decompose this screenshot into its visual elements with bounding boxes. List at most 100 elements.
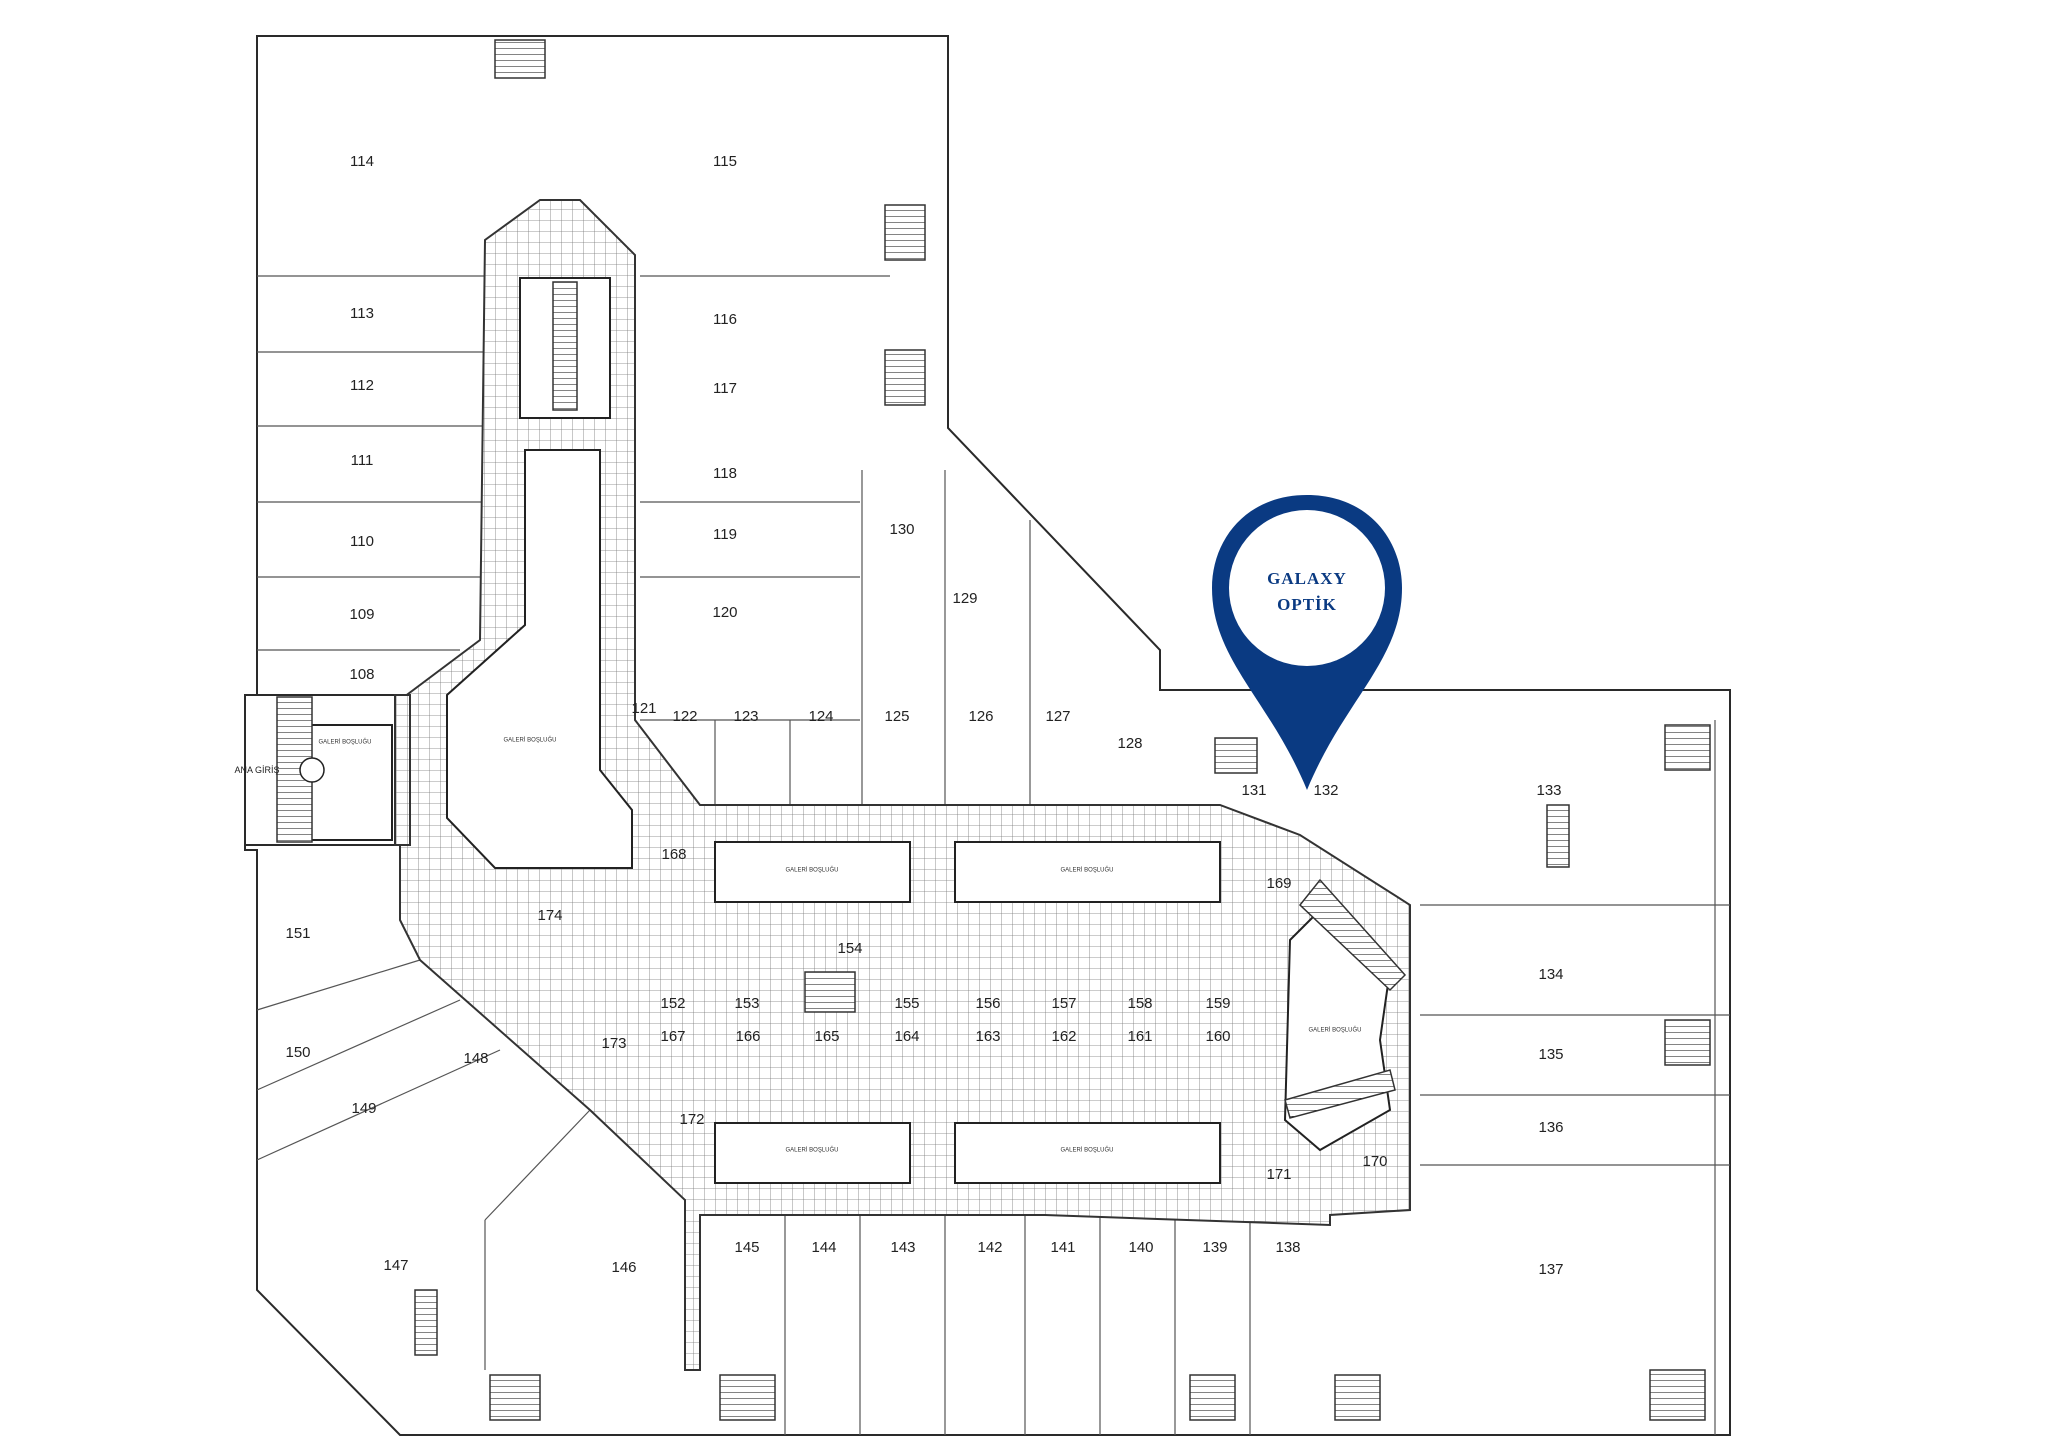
unit-171: 171 [1266, 1166, 1291, 1183]
unit-135: 135 [1538, 1046, 1563, 1063]
escalator-sw [414, 1289, 438, 1356]
unit-154: 154 [837, 940, 862, 957]
unit-164: 164 [894, 1028, 919, 1045]
stair-north [494, 39, 546, 79]
marker-label-line1: GALAXY [1267, 569, 1347, 588]
unit-151: 151 [285, 925, 310, 942]
stair-s-2 [1334, 1374, 1381, 1421]
unit-labels: 114 115 113 116 112 117 111 118 110 119 … [285, 153, 1563, 1278]
svg-text:GALERİ BOŞLUĞU: GALERİ BOŞLUĞU [1060, 1147, 1113, 1154]
unit-121: 121 [631, 700, 656, 717]
unit-126: 126 [968, 708, 993, 725]
void-center-4 [954, 1122, 1221, 1184]
stair-154 [804, 971, 856, 1013]
unit-114: 114 [350, 153, 374, 170]
unit-141: 141 [1050, 1239, 1075, 1256]
svg-text:ANA GİRİŞ: ANA GİRİŞ [234, 765, 279, 775]
unit-129: 129 [952, 590, 977, 607]
unit-170: 170 [1362, 1153, 1387, 1170]
unit-144: 144 [811, 1239, 836, 1256]
unit-156: 156 [975, 995, 1000, 1012]
unit-145: 145 [734, 1239, 759, 1256]
stair-se [1649, 1369, 1706, 1421]
stair-s-1 [1189, 1374, 1236, 1421]
unit-128: 128 [1117, 735, 1142, 752]
void-west [446, 449, 633, 869]
main-entrance: ANA GİRİŞ [234, 757, 325, 783]
svg-text:GALERİ BOŞLUĞU: GALERİ BOŞLUĞU [785, 867, 838, 874]
unit-153: 153 [734, 995, 759, 1012]
void-center-2 [954, 841, 1221, 903]
unit-169: 169 [1266, 875, 1291, 892]
unit-162: 162 [1051, 1028, 1076, 1045]
stair-sw [489, 1374, 541, 1421]
stair-s-3 [719, 1374, 776, 1421]
location-marker-galaxy-optik[interactable]: GALAXY OPTİK [1212, 495, 1402, 790]
svg-text:GALERİ BOŞLUĞU: GALERİ BOŞLUĞU [503, 737, 556, 744]
unit-149: 149 [351, 1100, 376, 1117]
unit-139: 139 [1202, 1239, 1227, 1256]
unit-168: 168 [661, 846, 686, 863]
unit-124: 124 [808, 708, 833, 725]
unit-130: 130 [889, 521, 914, 538]
unit-123: 123 [733, 708, 758, 725]
unit-157: 157 [1051, 995, 1076, 1012]
stair-ne-2 [884, 349, 926, 406]
unit-159: 159 [1205, 995, 1230, 1012]
unit-167: 167 [660, 1028, 685, 1045]
escalator-east [1546, 804, 1570, 868]
unit-148: 148 [463, 1050, 488, 1067]
unit-172: 172 [679, 1111, 704, 1128]
unit-133: 133 [1536, 782, 1561, 799]
unit-158: 158 [1127, 995, 1152, 1012]
stairs-escalators [276, 39, 1711, 1421]
unit-118: 118 [713, 465, 737, 482]
unit-140: 140 [1128, 1239, 1153, 1256]
void-center-3 [714, 1122, 911, 1184]
svg-text:GALERİ BOŞLUĞU: GALERİ BOŞLUĞU [1060, 867, 1113, 874]
unit-134: 134 [1538, 966, 1563, 983]
unit-122: 122 [672, 708, 697, 725]
escalator-east-lower [1284, 1069, 1396, 1119]
unit-138: 138 [1275, 1239, 1300, 1256]
unit-113: 113 [350, 305, 374, 322]
stair-ne-1 [884, 204, 926, 261]
unit-174: 174 [537, 907, 562, 924]
unit-165: 165 [814, 1028, 839, 1045]
unit-108: 108 [349, 666, 374, 683]
unit-152: 152 [660, 995, 685, 1012]
unit-127: 127 [1045, 708, 1070, 725]
unit-119: 119 [713, 526, 737, 543]
unit-147: 147 [383, 1257, 408, 1274]
marker-label-line2: OPTİK [1277, 595, 1337, 614]
unit-117: 117 [713, 380, 737, 397]
unit-131: 131 [1241, 782, 1266, 799]
escalator-north [552, 281, 578, 411]
stair-131 [1214, 737, 1258, 774]
unit-173: 173 [601, 1035, 626, 1052]
unit-125: 125 [884, 708, 909, 725]
unit-136: 136 [1538, 1119, 1563, 1136]
void-center-1 [714, 841, 911, 903]
unit-161: 161 [1127, 1028, 1152, 1045]
unit-110: 110 [350, 533, 374, 550]
unit-142: 142 [977, 1239, 1002, 1256]
unit-155: 155 [894, 995, 919, 1012]
unit-120: 120 [712, 604, 737, 621]
svg-text:GALERİ BOŞLUĞU: GALERİ BOŞLUĞU [785, 1147, 838, 1154]
stair-e-1 [1664, 724, 1711, 771]
unit-111: 111 [351, 452, 374, 469]
escalator-east-upper [1298, 878, 1407, 992]
unit-166: 166 [735, 1028, 760, 1045]
unit-146: 146 [611, 1259, 636, 1276]
unit-150: 150 [285, 1044, 310, 1061]
unit-163: 163 [975, 1028, 1000, 1045]
svg-text:GALERİ BOŞLUĞU: GALERİ BOŞLUĞU [318, 739, 371, 746]
unit-116: 116 [713, 311, 737, 328]
svg-text:GALERİ BOŞLUĞU: GALERİ BOŞLUĞU [1308, 1027, 1361, 1034]
unit-132: 132 [1313, 782, 1338, 799]
corridors [394, 199, 1411, 1371]
unit-109: 109 [349, 606, 374, 623]
unit-137: 137 [1538, 1261, 1563, 1278]
